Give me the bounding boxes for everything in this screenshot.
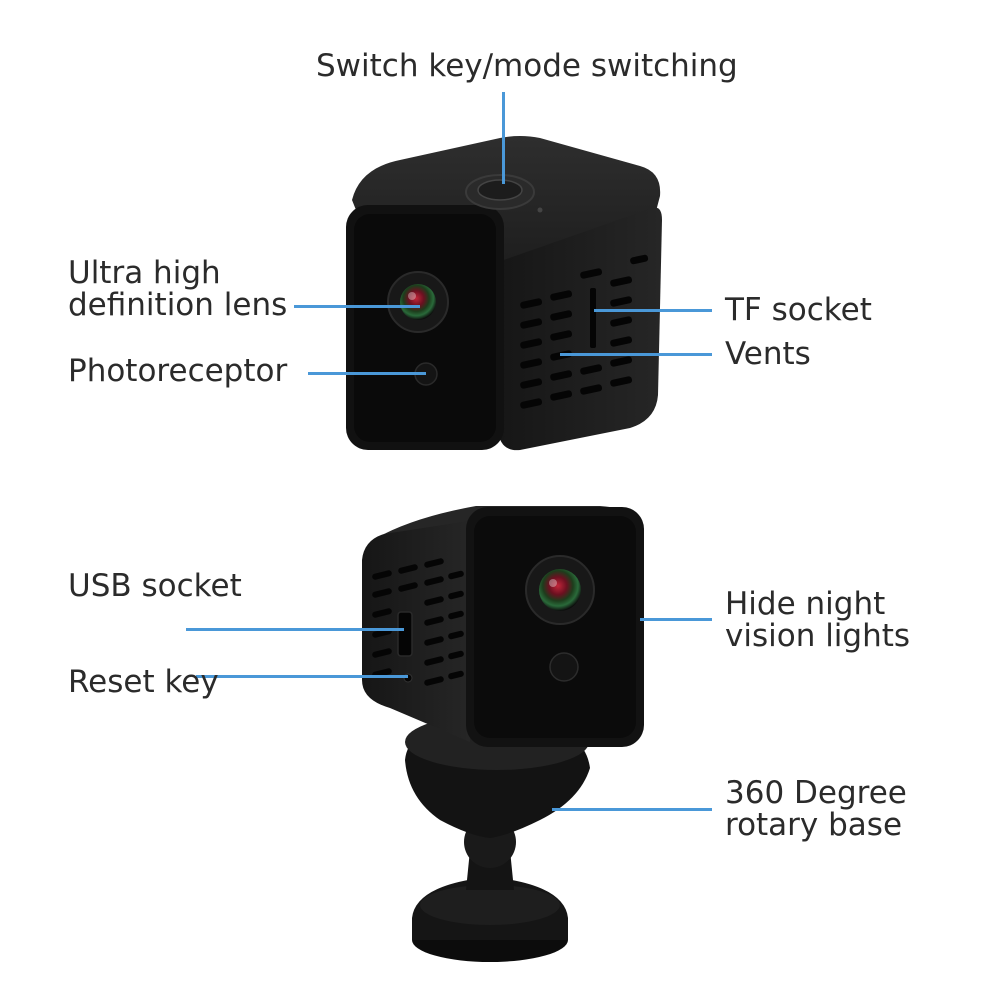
photoreceptor-leader bbox=[308, 372, 426, 375]
lens-leader bbox=[294, 305, 420, 308]
switch-key-label: Switch key/mode switching bbox=[316, 48, 738, 84]
rotary-base-label-line1: 360 Degree bbox=[725, 775, 907, 811]
vents-leader bbox=[560, 353, 712, 356]
lens-label-line1: Ultra high bbox=[68, 255, 221, 291]
usb-socket-label: USB socket bbox=[68, 568, 242, 604]
switch-key-leader bbox=[502, 92, 505, 184]
photoreceptor-label: Photoreceptor bbox=[68, 353, 288, 389]
top-camera bbox=[346, 136, 662, 451]
reset-key-leader bbox=[196, 675, 408, 678]
tf-socket-leader bbox=[594, 309, 712, 312]
vents-label: Vents bbox=[725, 336, 811, 372]
tf-socket-label: TF socket bbox=[725, 292, 872, 328]
bottom-camera bbox=[362, 506, 644, 962]
rotary-base-leader bbox=[552, 808, 712, 811]
night-vision-label-line1: Hide night bbox=[725, 586, 886, 622]
night-vision-label-line2: vision lights bbox=[725, 618, 911, 654]
usb-socket-leader bbox=[186, 628, 404, 631]
night-vision-leader bbox=[640, 618, 712, 621]
reset-key-label: Reset key bbox=[68, 664, 219, 700]
rotary-base-label-line2: rotary base bbox=[725, 807, 903, 843]
lens-label-line2: definition lens bbox=[68, 287, 288, 323]
